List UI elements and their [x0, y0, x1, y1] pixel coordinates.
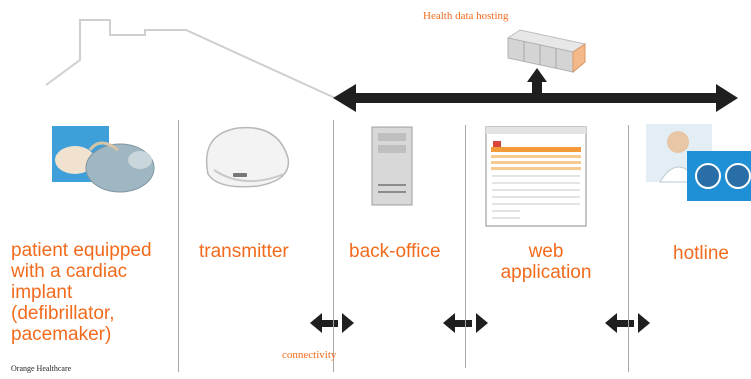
column-label-back-office: back-office — [349, 241, 441, 262]
column-label-transmitter: transmitter — [199, 241, 289, 262]
patient-implant-icon — [52, 126, 155, 193]
column-divider-4 — [628, 125, 629, 372]
connectivity-arrow-3 — [605, 313, 650, 333]
hosting-label: Health data hosting — [423, 10, 509, 22]
column-label-hotline: hotline — [673, 243, 729, 264]
server-tower-icon — [371, 126, 413, 206]
web-app-screenshot-icon — [485, 126, 587, 227]
connectivity-arrow-2 — [443, 313, 488, 333]
house-phone-line — [45, 19, 336, 99]
network-double-arrow — [333, 84, 738, 112]
hosting-up-arrow — [527, 68, 547, 96]
transmitter-icon — [205, 126, 290, 188]
server-rack-icon — [506, 29, 587, 74]
hotline-operator-icon — [646, 124, 751, 201]
footer-brand: Orange Healthcare — [11, 364, 72, 373]
column-divider-1 — [178, 120, 179, 372]
connectivity-label: connectivity — [282, 349, 337, 361]
connectivity-arrow-1 — [310, 313, 354, 333]
column-label-web-application: web application — [500, 241, 592, 283]
column-label-patient: patient equipped with a cardiac implant … — [11, 240, 152, 345]
column-divider-3 — [465, 125, 466, 368]
column-divider-2 — [333, 120, 334, 372]
